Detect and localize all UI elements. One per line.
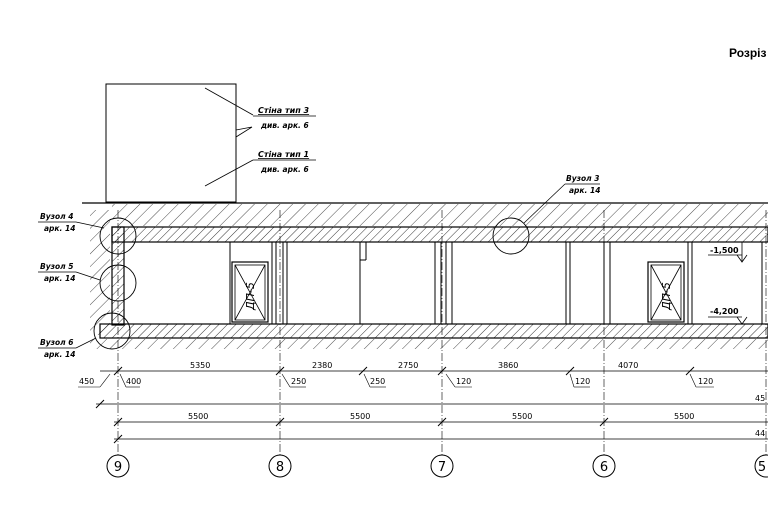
dim-450: 450 <box>79 377 94 386</box>
dim-overall-partial-2: 44 <box>755 429 765 438</box>
dim-120b: 120 <box>575 377 590 386</box>
dim-5500-d: 5500 <box>674 412 694 421</box>
node6-circle <box>93 312 131 350</box>
door-right-label: ДП-5 <box>660 282 673 311</box>
soil-hatch-bottom <box>90 339 768 349</box>
callout-wall-type3: Стіна тип 3 <box>258 105 310 115</box>
dim-5500-c: 5500 <box>512 412 532 421</box>
door-left-label: ДП-5 <box>244 282 257 311</box>
dim-5350: 5350 <box>190 361 210 370</box>
dim-5500-b: 5500 <box>350 412 370 421</box>
dim-small-row: 450 400 250 250 120 120 120 <box>78 373 714 388</box>
interior-partitions <box>229 242 763 324</box>
floor-slab <box>99 323 768 339</box>
left-soil <box>90 210 110 335</box>
axis-lines <box>117 210 767 455</box>
dim-120c: 120 <box>698 377 713 386</box>
level-mark-upper: -1,500 <box>708 242 748 263</box>
callout-node5: Вузол 5 <box>40 262 73 271</box>
callout-wall-type3-ref: див. арк. 6 <box>260 121 309 130</box>
level-lower-text: -4,200 <box>710 307 739 316</box>
dim-4070: 4070 <box>618 361 638 370</box>
dim-250b: 250 <box>370 377 385 386</box>
door-right: ДП-5 <box>647 261 685 323</box>
leader-line <box>204 159 254 187</box>
callout-node6-ref: арк. 14 <box>44 350 75 359</box>
callout-node4-ref: арк. 14 <box>44 224 75 233</box>
drawing-title: Розріз <box>729 46 767 60</box>
axis-label-5: 5 <box>758 460 766 475</box>
leader-arrow <box>235 126 253 138</box>
dim-2380: 2380 <box>312 361 332 370</box>
dim-2750: 2750 <box>398 361 418 370</box>
callout-wall-type1-ref: див. арк. 6 <box>260 165 309 174</box>
callout-wall-type1: Стіна тип 1 <box>258 149 309 159</box>
axis-label-9: 9 <box>114 460 122 475</box>
dim-400: 400 <box>126 377 141 386</box>
callout-node3: Вузол 3 <box>566 174 599 183</box>
above-ground-building <box>105 83 237 203</box>
door-left: ДП-5 <box>231 261 269 323</box>
axis-bubble-5: 5 <box>754 454 768 478</box>
dim-ticks-row3 <box>113 417 609 427</box>
dim-ticks-row1 <box>113 366 695 376</box>
soil-hatch <box>112 204 768 226</box>
dim-5500-a: 5500 <box>188 412 208 421</box>
axis-label-8: 8 <box>276 460 284 475</box>
level-upper-text: -1,500 <box>710 246 739 255</box>
leader-line <box>204 87 254 116</box>
dim-overall-partial-1: 45 <box>755 394 765 403</box>
roof-slab <box>111 226 768 243</box>
axis-label-7: 7 <box>438 460 446 475</box>
callout-node3-ref: арк. 14 <box>569 186 600 195</box>
level-mark-lower: -4,200 <box>708 307 748 325</box>
axis-label-6: 6 <box>600 460 608 475</box>
node3-circle <box>492 217 530 255</box>
dim-3860: 3860 <box>498 361 518 370</box>
axis-bubble-6: 6 <box>592 454 616 478</box>
dim-120a: 120 <box>456 377 471 386</box>
axis-bubble-8: 8 <box>268 454 292 478</box>
callout-node5-ref: арк. 14 <box>44 274 75 283</box>
axis-bubble-7: 7 <box>430 454 454 478</box>
dim-250a: 250 <box>291 377 306 386</box>
axis-bubble-9: 9 <box>106 454 130 478</box>
callout-node6: Вузол 6 <box>40 338 73 347</box>
callout-node4: Вузол 4 <box>40 212 73 221</box>
